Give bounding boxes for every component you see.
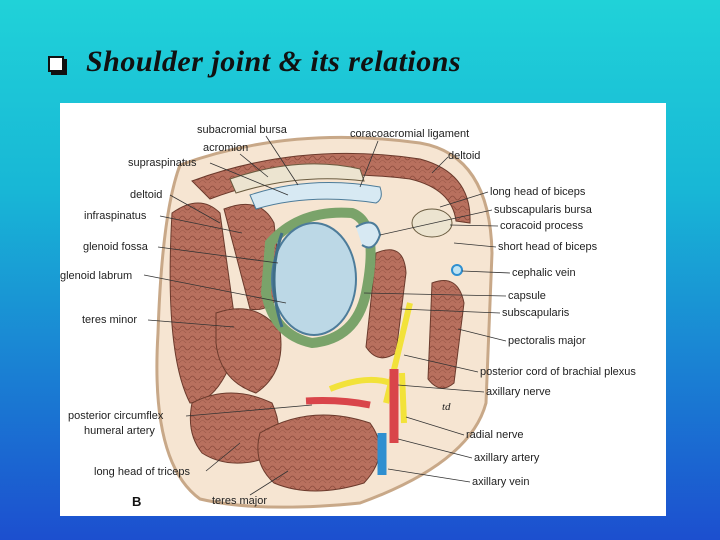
label-posterior-cord: posterior cord of brachial plexus: [480, 366, 636, 378]
label-long-head-biceps: long head of biceps: [490, 186, 586, 198]
square-bullet-icon: [48, 56, 64, 72]
label-capsule: capsule: [508, 290, 546, 302]
label-cephalic-vein: cephalic vein: [512, 267, 576, 279]
label-teres-major: teres major: [212, 495, 267, 507]
teres-major-muscle: [257, 414, 381, 492]
page-title: Shoulder joint & its relations: [86, 45, 462, 78]
label-subscapularis: subscapularis: [502, 307, 570, 319]
shoulder-cross-section-diagram: td B subacromial bursa acromion supraspi…: [60, 124, 636, 509]
cephalic-vein: [451, 264, 463, 276]
anatomy-figure: td B subacromial bursa acromion supraspi…: [60, 103, 666, 516]
label-radial-nerve: radial nerve: [466, 429, 523, 441]
label-long-head-triceps: long head of triceps: [94, 466, 191, 478]
glenoid-fossa: [272, 232, 284, 328]
label-glenoid-labrum: glenoid labrum: [60, 270, 132, 282]
acromion-bone: [229, 163, 365, 194]
label-axillary-vein: axillary vein: [472, 476, 529, 488]
label-pectoralis-major: pectoralis major: [508, 335, 586, 347]
label-humeral-artery: humeral artery: [84, 425, 155, 437]
slide-title: Shoulder joint & its relations: [48, 40, 461, 84]
label-axillary-artery: axillary artery: [474, 452, 540, 464]
label-infraspinatus: infraspinatus: [84, 210, 147, 222]
subacromial-bursa: [249, 182, 382, 210]
label-deltoid-left: deltoid: [130, 189, 162, 201]
posterior-circumflex-artery: [305, 397, 371, 409]
label-axillary-nerve: axillary nerve: [486, 386, 551, 398]
label-short-head-biceps: short head of biceps: [498, 241, 598, 253]
label-supraspinatus: supraspinatus: [128, 157, 197, 169]
radial-nerve-path: [399, 372, 407, 424]
label-deltoid-right: deltoid: [448, 150, 480, 162]
pectoralis-major-muscle: [427, 280, 465, 389]
label-subacromial-bursa: subacromial bursa: [197, 124, 288, 136]
label-coracoacromial-ligament: coracoacromial ligament: [350, 128, 469, 140]
label-posterior-circumflex: posterior circumflex: [68, 410, 164, 422]
label-acromion: acromion: [203, 142, 248, 154]
teres-minor-muscle: [215, 308, 282, 394]
panel-letter: B: [132, 494, 141, 509]
label-coracoid-process: coracoid process: [500, 220, 584, 232]
label-glenoid-fossa: glenoid fossa: [83, 241, 149, 253]
label-teres-minor: teres minor: [82, 314, 137, 326]
humeral-head: [271, 222, 357, 336]
artist-signature: td: [442, 401, 451, 413]
label-subscapularis-bursa: subscapularis bursa: [494, 204, 593, 216]
